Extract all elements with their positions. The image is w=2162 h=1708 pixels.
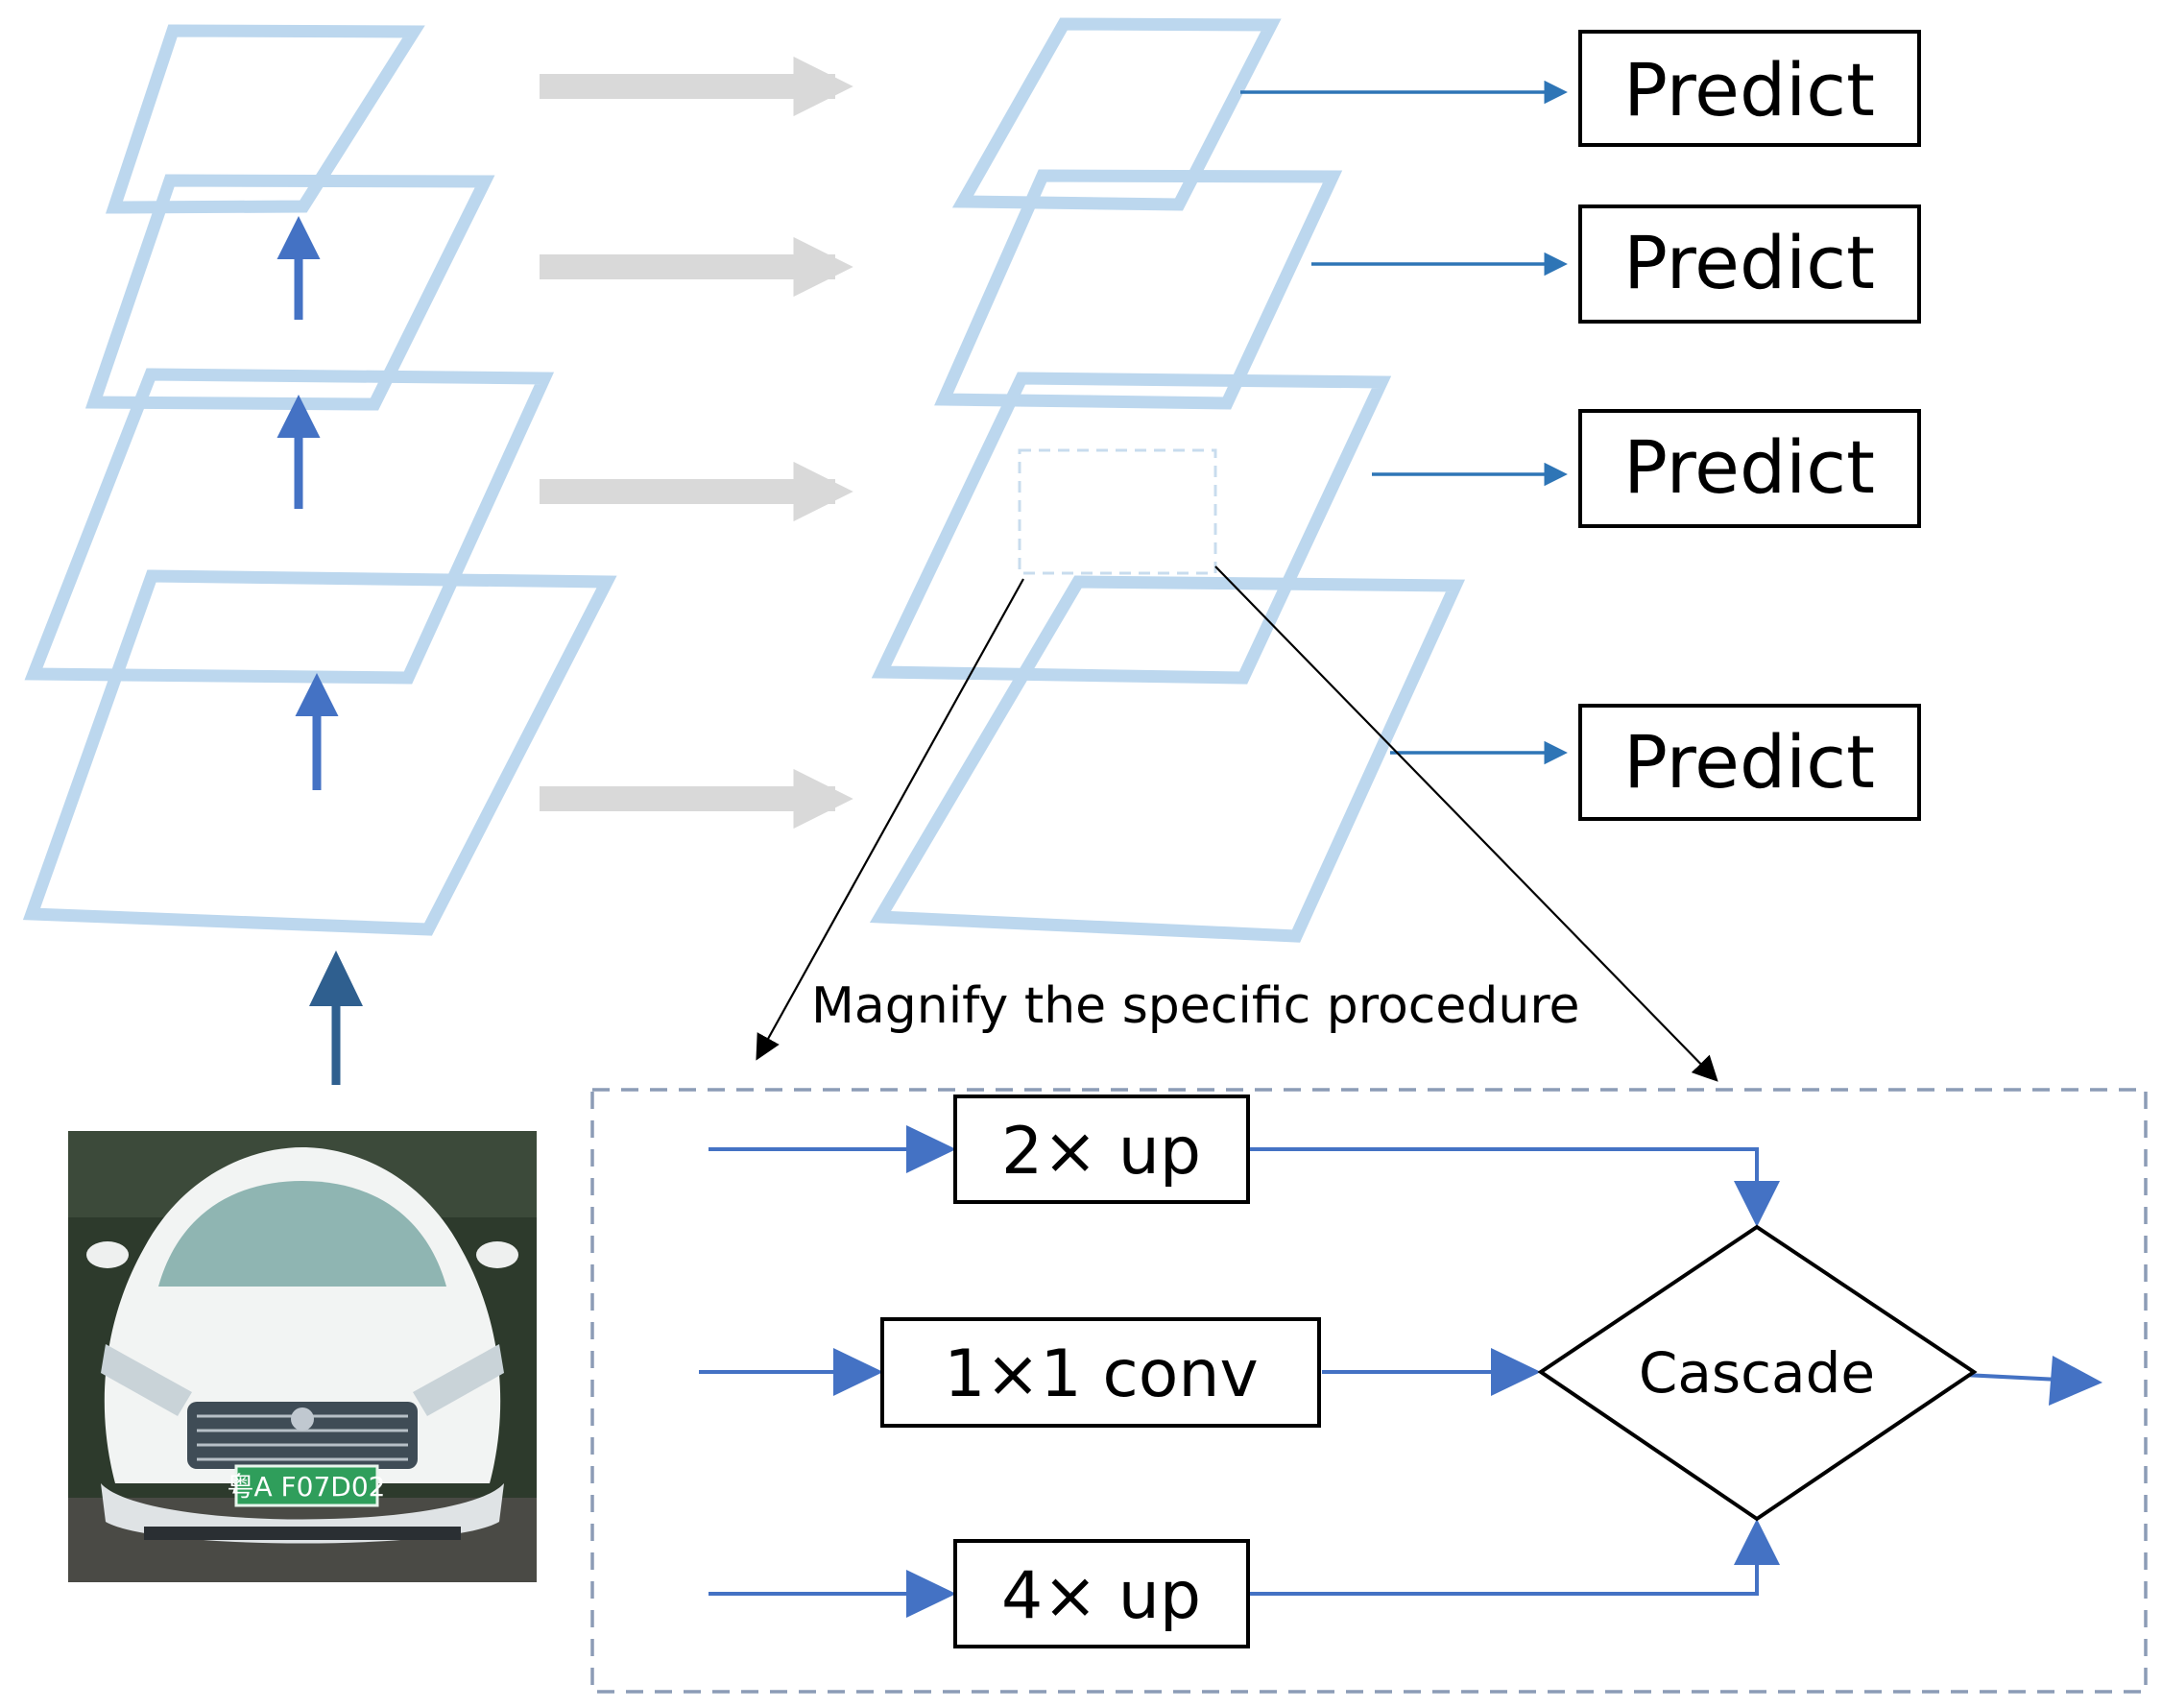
- magnify-caption: Magnify the specific procedure: [811, 977, 1580, 1035]
- bottom-up-arrows: [276, 216, 339, 790]
- right-layer-4: [869, 575, 1466, 943]
- predict-box-4: Predict: [1578, 704, 1921, 821]
- left-layer-1: [105, 24, 425, 214]
- predict-label: Predict: [1623, 719, 1875, 805]
- up4-to-cascade-line: [1248, 1548, 1759, 1596]
- predict-box-1: Predict: [1578, 30, 1921, 147]
- arrowhead-icon: [1491, 1348, 1541, 1396]
- up4-box: 4× up: [953, 1539, 1250, 1648]
- left-layer-2: [84, 174, 495, 411]
- predict-label: Predict: [1623, 220, 1875, 305]
- lateral-connections: [540, 56, 853, 830]
- magnify-callouts: [756, 565, 1718, 1082]
- predict-arrows: [1240, 80, 1568, 765]
- left-layer-3: [24, 368, 555, 685]
- predict-box-2: Predict: [1578, 204, 1921, 324]
- arrowhead-icon: [906, 1570, 956, 1618]
- procedure-detail-box: [590, 1088, 2148, 1694]
- predict-label: Predict: [1623, 424, 1875, 510]
- up2-label: 2× up: [1001, 1114, 1201, 1190]
- arrowhead-icon: [1734, 1519, 1780, 1565]
- callout-arrow-icon: [756, 578, 1024, 1061]
- license-plate-text: 粤A F07D02: [228, 1471, 386, 1503]
- right-layer-1: [951, 17, 1282, 211]
- right-layer-3: [871, 372, 1392, 685]
- input-arrowhead-icon: [309, 950, 363, 1006]
- up4-label: 4× up: [1001, 1558, 1201, 1634]
- predict-label: Predict: [1623, 47, 1875, 132]
- callout-arrow-icon: [1214, 565, 1718, 1082]
- up2-to-cascade-line: [1248, 1147, 1759, 1198]
- conv-box: 1×1 conv: [880, 1317, 1321, 1428]
- left-layer-4: [22, 569, 617, 936]
- top-down-pyramid: [869, 17, 1466, 943]
- predict-box-3: Predict: [1578, 409, 1921, 528]
- right-layer-2: [934, 169, 1343, 410]
- magnify-region: [1018, 448, 1217, 575]
- bottom-up-pyramid: [22, 24, 617, 936]
- conv-label: 1×1 conv: [944, 1336, 1258, 1412]
- up2-box: 2× up: [953, 1095, 1250, 1204]
- arrowhead-icon: [1734, 1181, 1780, 1227]
- arrowhead-icon: [833, 1348, 883, 1396]
- cascade-label: Cascade: [1639, 1340, 1875, 1406]
- car-photo: 粤A F07D02: [68, 1131, 537, 1582]
- arrowhead-icon: [906, 1125, 956, 1173]
- arrowhead-icon: [2049, 1356, 2102, 1406]
- procedure-arrowheads: [833, 1125, 2102, 1618]
- cascade-diamond: Cascade: [1537, 1224, 1978, 1522]
